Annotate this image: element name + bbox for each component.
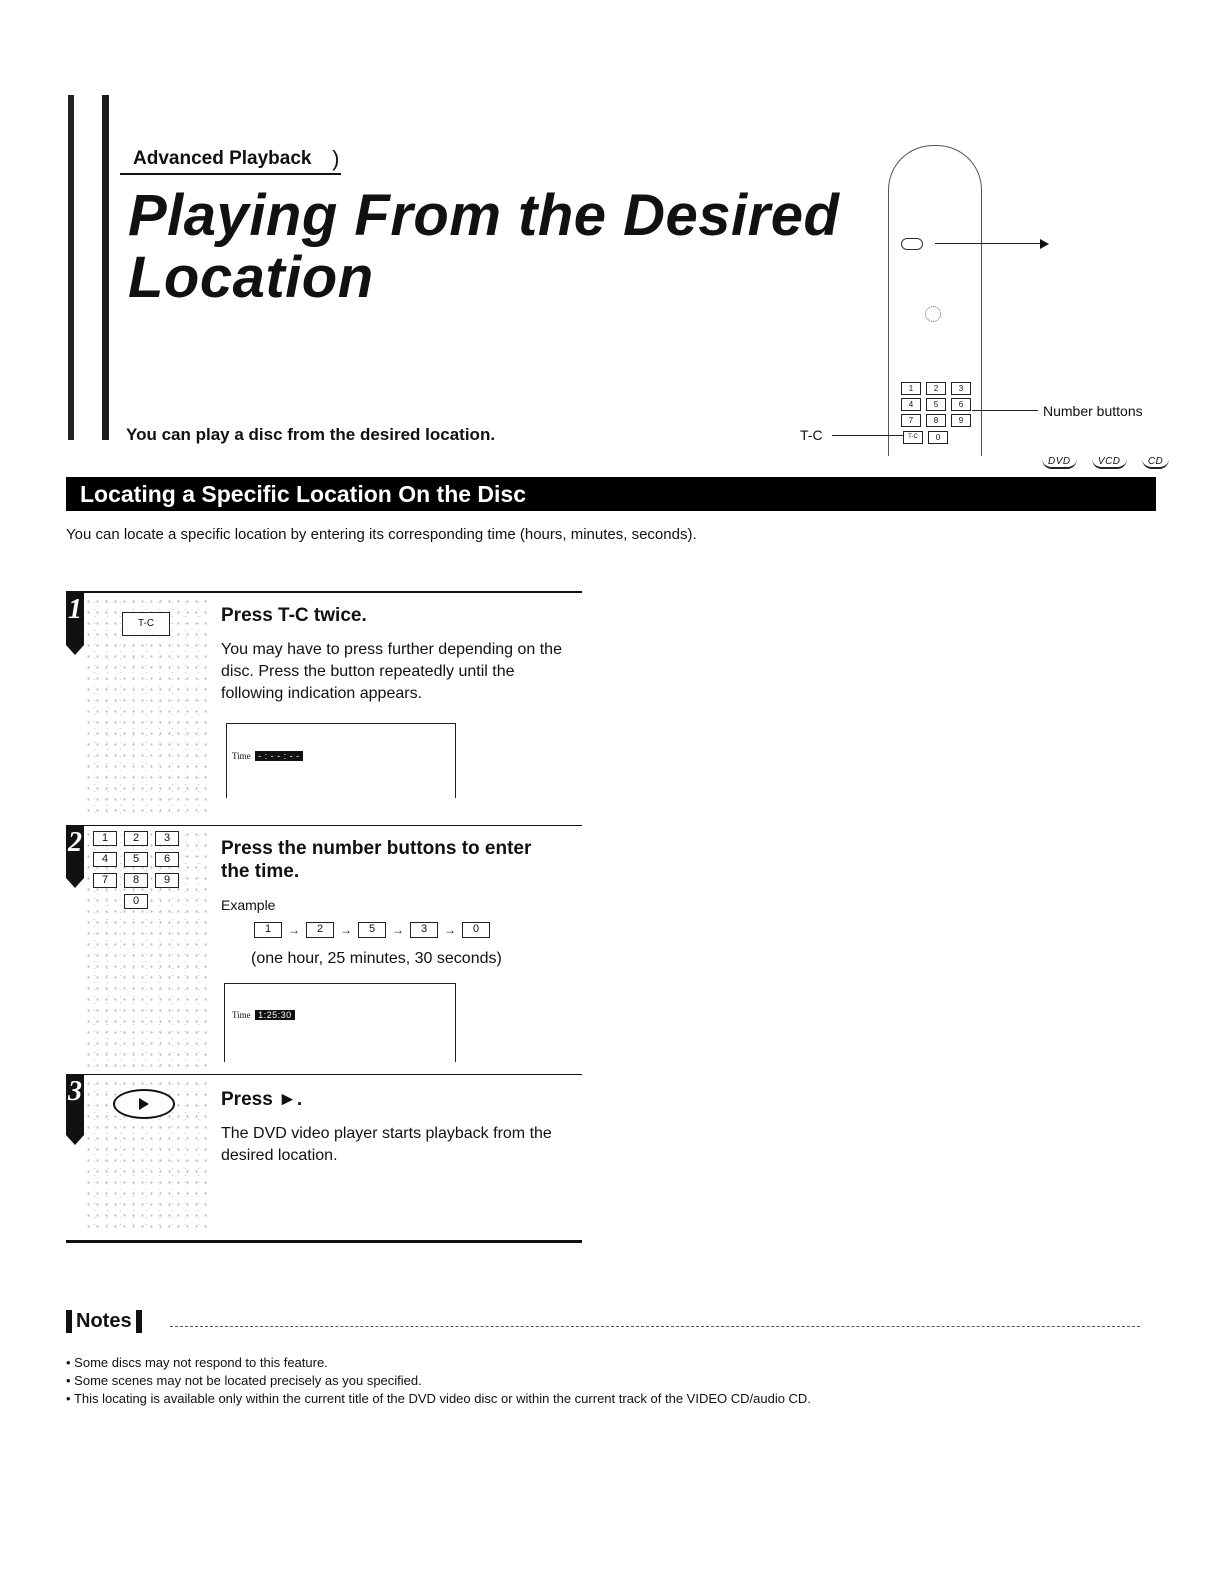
tc-callout: T-C: [800, 427, 823, 443]
remote-tc-key: T-C: [903, 431, 923, 444]
number-keys-icon: 1 2 3 4 5 6 7 8 9 0: [93, 831, 180, 909]
play-button-graphic: [901, 238, 923, 250]
number-key: 3: [410, 922, 438, 938]
osd-display: Time - : - - : - -: [226, 723, 456, 798]
section-lead: You can locate a specific location by en…: [66, 526, 697, 543]
page-title: Playing From the Desired Location: [128, 185, 888, 309]
step-divider: [66, 1074, 582, 1075]
remote-key: 6: [951, 398, 971, 411]
arrow-icon: →: [340, 923, 352, 937]
section-heading: Locating a Specific Location On the Disc: [66, 477, 1156, 511]
osd-value: 1:25:30: [255, 1010, 295, 1020]
step-divider: [66, 825, 582, 826]
step-number: 2: [66, 826, 84, 888]
remote-key: 2: [926, 382, 946, 395]
disc-type-badges: DVD VCD CD: [1030, 456, 1170, 469]
number-key: 5: [124, 852, 148, 867]
note-item: This locating is available only within t…: [66, 1390, 811, 1408]
notes-list: Some discs may not respond to this featu…: [66, 1354, 811, 1408]
remote-key: 4: [901, 398, 921, 411]
note-item: Some discs may not respond to this featu…: [66, 1354, 811, 1372]
number-key: 1: [254, 922, 282, 938]
badge-vcd: VCD: [1091, 456, 1127, 469]
section-label-bracket: ): [332, 146, 340, 171]
step-body: You may have to press further depending …: [221, 641, 562, 702]
number-key: 0: [462, 922, 490, 938]
number-buttons-callout: Number buttons: [1043, 403, 1143, 419]
remote-dial-graphic: [925, 306, 941, 322]
play-callout-line: [935, 243, 1040, 244]
notes-title: Notes: [66, 1310, 142, 1333]
remote-key: 1: [901, 382, 921, 395]
osd-value: - : - - : - -: [255, 751, 303, 761]
remote-number-keys: 1 2 3 4 5 6 7 8 9: [901, 382, 971, 427]
remote-key: 5: [926, 398, 946, 411]
tc-button-icon: T-C: [122, 612, 170, 636]
osd-label: Time: [232, 1010, 251, 1020]
section-label-text: Advanced Playback: [133, 148, 312, 169]
example-caption: (one hour, 25 minutes, 30 seconds): [251, 950, 502, 967]
remote-zero-key: 0: [928, 431, 948, 444]
number-key: 4: [93, 852, 117, 867]
remote-key: 8: [926, 414, 946, 427]
step-decoration: [84, 829, 209, 1069]
intro-text: You can play a disc from the desired loc…: [126, 425, 496, 444]
note-item: Some scenes may not be located precisely…: [66, 1372, 811, 1390]
number-key: 5: [358, 922, 386, 938]
example-sequence: 1 → 2 → 5 → 3 → 0: [254, 922, 490, 938]
remote-key: 7: [901, 414, 921, 427]
play-icon: [139, 1098, 149, 1110]
play-arrow-icon: [1040, 239, 1049, 249]
page-title-line1: Playing From the Desired: [128, 183, 840, 248]
number-key: 9: [155, 873, 179, 888]
osd-display: Time 1:25:30: [224, 983, 456, 1062]
number-key: 8: [124, 873, 148, 888]
steps-end-rule: [66, 1240, 582, 1243]
remote-control-illustration: 1 2 3 4 5 6 7 8 9 T-C 0: [888, 145, 982, 456]
page-title-line2: Location: [128, 245, 374, 310]
step-number: 3: [66, 1075, 84, 1145]
binding-bar: [102, 95, 109, 440]
remote-key: 3: [951, 382, 971, 395]
number-key: 7: [93, 873, 117, 888]
arrow-icon: →: [392, 923, 404, 937]
number-key: 2: [124, 831, 148, 846]
number-key: 3: [155, 831, 179, 846]
number-key: 0: [124, 894, 148, 909]
step-number: 1: [66, 593, 84, 655]
osd-label: Time: [232, 751, 251, 761]
arrow-icon: →: [288, 923, 300, 937]
number-key: 1: [93, 831, 117, 846]
step-title: Press the number buttons to enter the ti…: [221, 838, 532, 882]
step-body: The DVD video player starts playback fro…: [221, 1125, 552, 1164]
notes-divider: [170, 1326, 1140, 1327]
step-title: Press ►.: [221, 1089, 303, 1110]
step-divider: [66, 591, 582, 593]
tc-callout-line: [832, 435, 904, 436]
badge-dvd: DVD: [1042, 456, 1077, 469]
play-button-icon: [113, 1089, 175, 1119]
binding-bar: [68, 95, 74, 440]
number-key: 2: [306, 922, 334, 938]
arrow-icon: →: [444, 923, 456, 937]
example-label: Example: [221, 897, 276, 913]
step-title: Press T-C twice.: [221, 605, 367, 626]
remote-key: 9: [951, 414, 971, 427]
number-key: 6: [155, 852, 179, 867]
number-buttons-callout-line: [972, 410, 1038, 411]
badge-cd: CD: [1141, 456, 1170, 469]
section-label: Advanced Playback ): [120, 146, 342, 175]
